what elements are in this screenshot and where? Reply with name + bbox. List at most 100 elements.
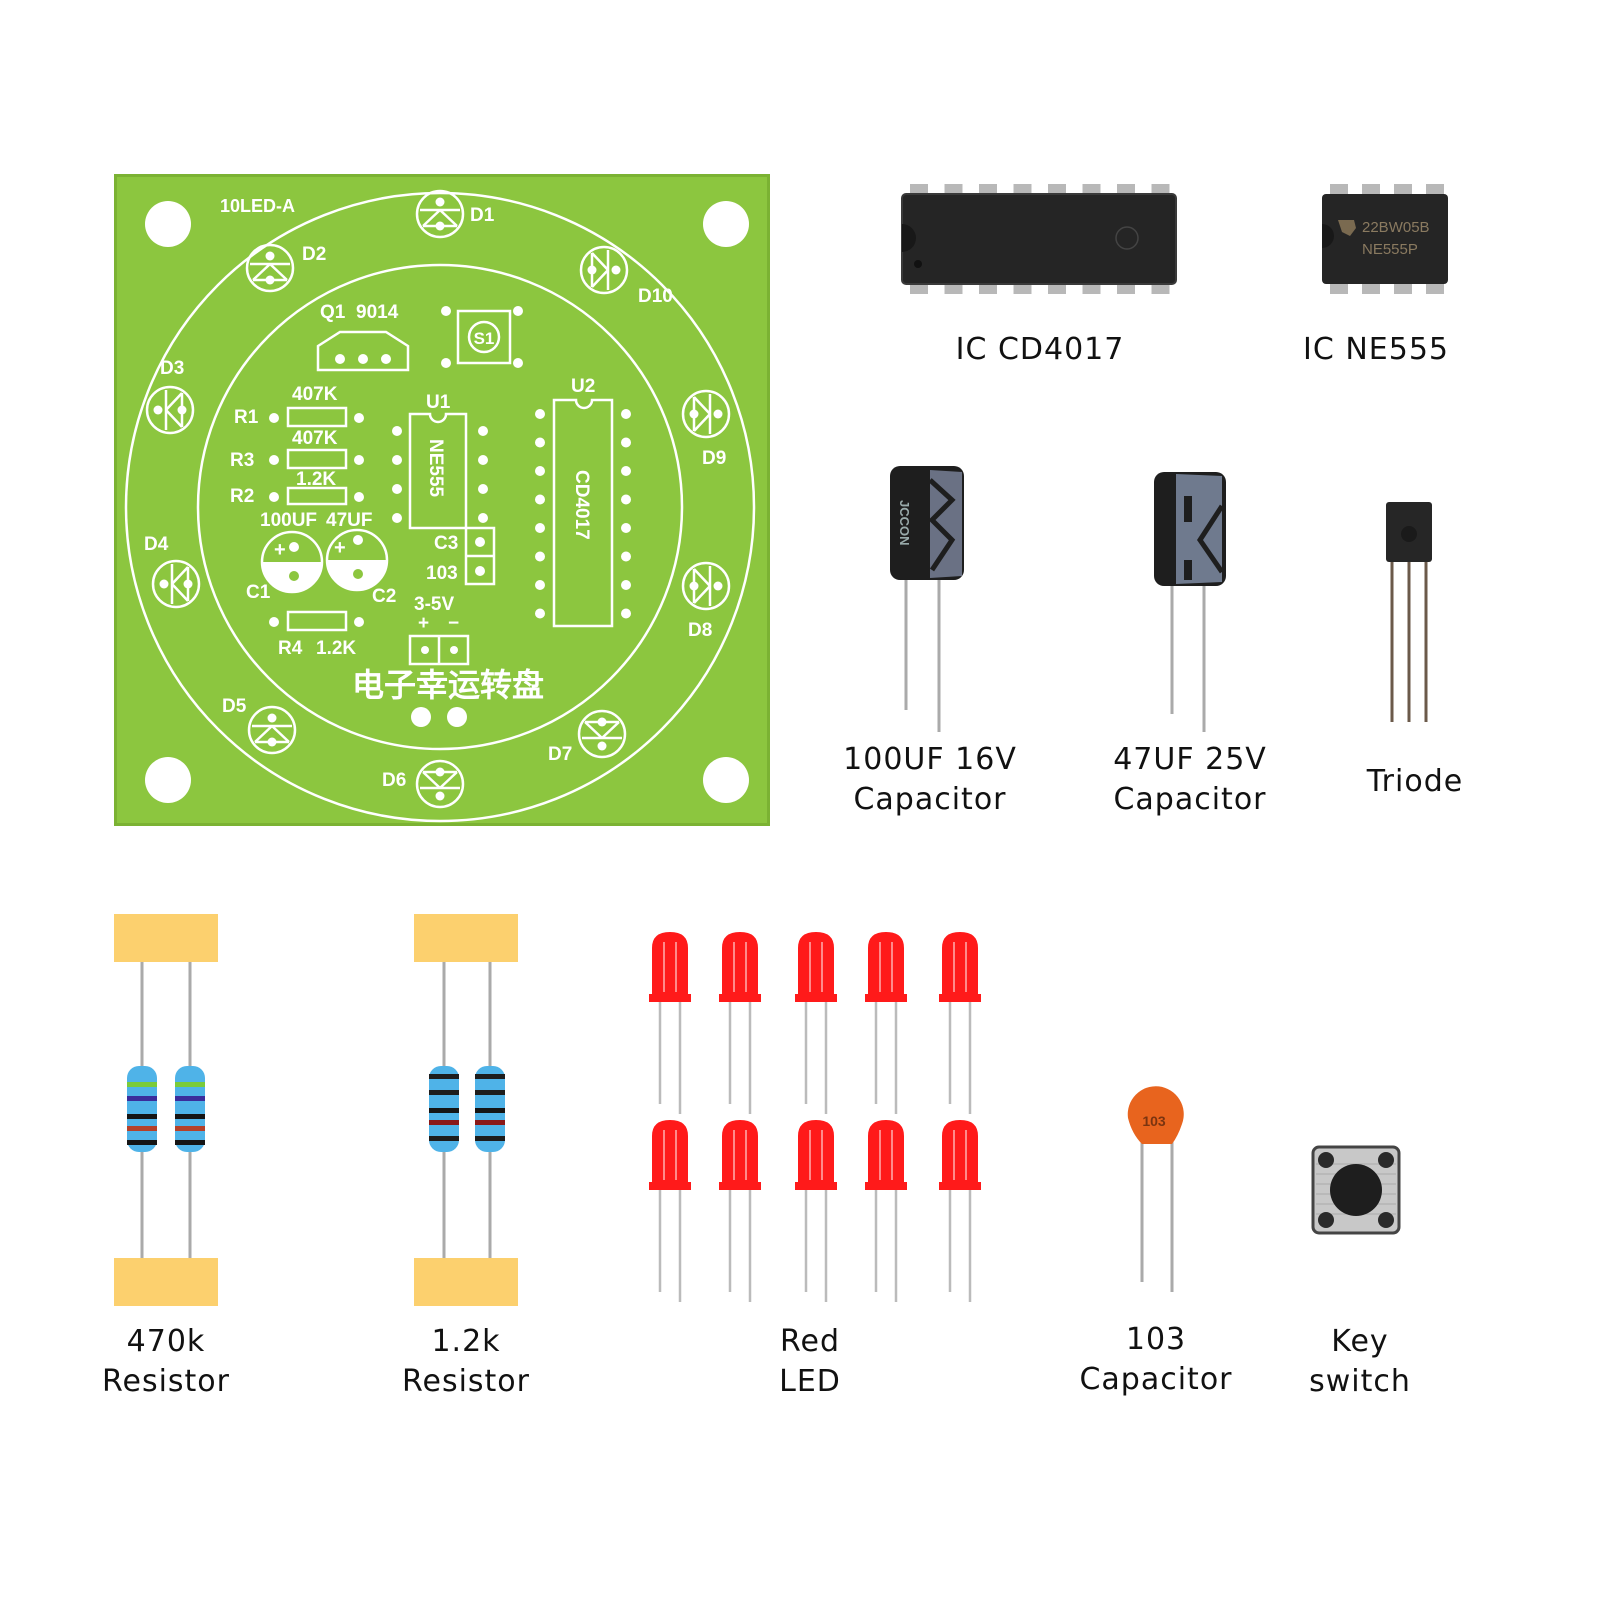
q1-footprint [316,330,410,372]
outer-ring [124,191,756,823]
led-footprint [577,709,627,759]
resistor-body [127,1066,157,1152]
cap-100uf: JCCON [890,466,964,732]
ceramic-cap-marking: 103 [1142,1113,1166,1129]
resistor-1k2-label: 1.2k Resistor [402,1324,530,1399]
led-label-d3: D3 [160,358,184,379]
led-footprint [415,759,465,809]
led-label-d5: D5 [222,696,247,717]
led-label-d9: D9 [702,448,726,469]
cd4017-chip [901,184,1177,294]
red-led [939,1120,981,1302]
resistor-body [175,1066,205,1152]
ne555-marking-1: 22BW05B [1362,219,1430,236]
ne555-label: IC NE555 [1303,332,1449,367]
led-label-d2: D2 [302,244,326,265]
u2-footprint [552,398,614,628]
ti-logo-icon [1338,220,1356,236]
led-footprint [145,385,195,435]
triode-transistor [1386,502,1432,722]
tape-strip [114,914,218,962]
c1-label: C1 [246,582,271,603]
ceramic-cap-103: 103 [1127,1086,1184,1292]
r3-label: R3 [230,450,254,471]
r2-value: 1.2K [296,469,336,490]
ne555-marking-2: NE555P [1362,241,1418,258]
key-switch-button [1330,1164,1382,1216]
resistor-1k2-tape [414,914,518,1306]
red-led [865,932,907,1114]
mounting-hole [145,757,191,803]
pcb-title: 电子幸运转盘 [352,667,544,703]
led-label-d7: D7 [548,744,572,765]
red-led [649,1120,691,1302]
triode-label: Triode [1366,764,1464,799]
c2-label: C2 [372,586,396,607]
ceramic-cap-103-label: 103 Capacitor [1079,1322,1233,1397]
u1-footprint [408,412,468,530]
c2-value: 47UF [326,510,372,531]
power-minus: − [448,613,459,634]
r1-value: 407K [292,384,338,405]
led-label-d10: D10 [638,286,673,307]
red-led [795,932,837,1114]
c1-footprint: + [260,530,324,594]
red-led [649,932,691,1114]
led-label-d4: D4 [144,534,169,555]
led-footprint [681,561,731,611]
r2-label: R2 [230,486,254,507]
led-footprint [247,705,297,755]
led-label-d8: D8 [688,620,712,641]
cap-100uf-brand: JCCON [897,500,912,546]
q1-part: 9014 [356,302,399,323]
tape-strip [114,1258,218,1306]
board-label: 10LED-A [220,196,295,216]
svg-text:+: + [334,537,346,559]
led-label-d6: D6 [382,770,406,791]
resistor-470k-tape [114,914,218,1306]
pcb-board: 10LED-A D1 D2 D3 D4 D5 D6 D7 D8 D9 D10 Q… [114,174,770,826]
resistor-470k-label: 470k Resistor [102,1324,230,1399]
u2-part: CD4017 [571,470,592,540]
power-label: 3-5V [414,594,454,615]
key-switch-label: Key switch [1309,1324,1411,1399]
mounting-hole [145,201,191,247]
inner-ring [196,263,684,751]
red-led [719,1120,761,1302]
s1-footprint [456,309,512,365]
led-footprint [415,189,465,239]
red-led [939,932,981,1114]
tactile-key-switch [1311,1145,1401,1235]
ne555-chip: 22BW05B NE555P [1322,184,1448,294]
svg-text:+: + [274,539,286,561]
led-label-d1: D1 [470,205,495,226]
r3-value: 407K [292,428,338,449]
mounting-hole [703,201,749,247]
u2-label: U2 [571,376,595,397]
red-led [795,1120,837,1302]
tape-strip [414,914,518,962]
c3-value: 103 [426,563,458,584]
cd4017-label: IC CD4017 [955,332,1125,367]
s1-label: S1 [474,329,495,348]
red-led [865,1120,907,1302]
u1-part: NE555 [425,439,446,498]
led-footprint [579,245,629,295]
red-led-grid [649,932,981,1302]
c1-value: 100UF [260,510,317,531]
c3-label: C3 [434,533,458,554]
cap-47uf [1154,472,1226,732]
led-footprint [245,243,295,293]
power-plus: + [418,613,429,634]
u1-label: U1 [426,392,451,413]
led-footprint [151,559,201,609]
c2-footprint: + [325,528,389,592]
led-footprint [681,389,731,439]
r4-value: 1.2K [316,638,356,659]
resistor-body [429,1066,459,1152]
r1-label: R1 [234,407,259,428]
resistor-body [475,1066,505,1152]
cap-100uf-label: 100UF 16V Capacitor [843,742,1017,817]
mounting-hole [703,757,749,803]
cap-47uf-label: 47UF 25V Capacitor [1113,742,1267,817]
